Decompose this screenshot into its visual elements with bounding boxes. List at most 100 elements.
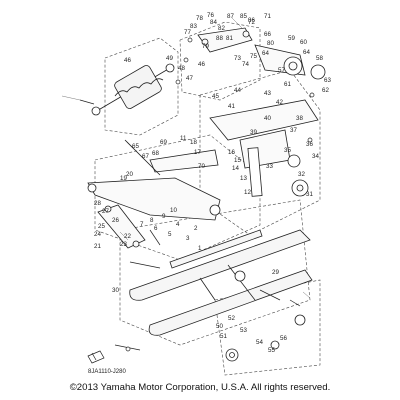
callout-label: 76 — [207, 12, 214, 19]
callout-label: 39 — [250, 129, 257, 136]
callout-label: 82 — [218, 25, 225, 32]
callout-label: 69 — [160, 139, 167, 146]
callout-label: 29 — [272, 269, 279, 276]
callout-label: 49 — [166, 55, 173, 62]
callout-label: 54 — [256, 339, 263, 346]
callout-label: 5 — [168, 231, 172, 238]
callout-label: 2 — [194, 225, 198, 232]
callout-label: 35 — [284, 147, 291, 154]
callout-label: 83 — [190, 23, 197, 30]
callout-label: 64 — [303, 49, 310, 56]
callout-label: 1 — [198, 245, 202, 252]
callout-label: 47 — [186, 75, 193, 82]
callout-label: 32 — [298, 171, 305, 178]
callout-label: 38 — [296, 115, 303, 122]
callout-label: 36 — [306, 141, 313, 148]
callout-label: 11 — [180, 135, 187, 142]
callout-label: 77 — [184, 29, 191, 36]
callout-label: 9 — [162, 213, 166, 220]
callout-label: 22 — [124, 233, 131, 240]
callout-label: 3 — [186, 235, 190, 242]
callout-label: 23 — [120, 241, 127, 248]
callout-label: 53 — [240, 327, 247, 334]
callout-label: 24 — [94, 231, 101, 238]
callout-label: 42 — [276, 99, 283, 106]
callout-label: 80 — [267, 40, 274, 47]
callout-label: 12 — [244, 189, 251, 196]
callout-label: 50 — [216, 323, 223, 330]
callout-label: 33 — [266, 163, 273, 170]
callout-label: 61 — [284, 81, 291, 88]
callout-label: 27 — [102, 208, 109, 215]
callout-label: 79 — [202, 43, 209, 50]
callout-label: 75 — [250, 53, 257, 60]
callout-label: 63 — [324, 77, 331, 84]
rear-suspension-arm — [209, 99, 319, 197]
callout-label: 60 — [300, 39, 307, 46]
callout-label: 72 — [248, 19, 255, 26]
callout-label: 26 — [112, 217, 119, 224]
diagram-code: 8JA1110-J280 — [88, 369, 126, 375]
rear-arm-bracket — [254, 44, 326, 80]
callout-label: 20 — [126, 171, 133, 178]
callout-label: 88 — [216, 35, 223, 42]
callout-label: 41 — [228, 103, 235, 110]
leader-lines — [61, 17, 311, 299]
callout-label: 10 — [170, 207, 177, 214]
callout-label: 62 — [322, 87, 329, 94]
callout-label: 44 — [234, 87, 241, 94]
callout-label: 56 — [280, 335, 287, 342]
callout-label: 34 — [312, 153, 319, 160]
callout-label: 45 — [212, 93, 219, 100]
callout-label: 74 — [242, 61, 249, 68]
callout-label: 46 — [124, 57, 131, 64]
callout-label: 78 — [196, 15, 203, 22]
callout-label: 52 — [228, 315, 235, 322]
callout-label: 85 — [240, 13, 247, 20]
callout-label: 7 — [140, 221, 144, 228]
callout-label: 71 — [264, 13, 271, 20]
upper-front-arm — [197, 27, 253, 53]
callout-label: 8 — [150, 217, 154, 224]
callout-label: 4 — [176, 221, 180, 228]
callout-label: 13 — [240, 175, 247, 182]
callout-label: 40 — [264, 115, 271, 122]
manufacturer-mark — [87, 350, 105, 364]
slide-rails — [129, 229, 313, 336]
fasteners — [79, 37, 315, 352]
callout-label: 67 — [142, 153, 149, 160]
callout-label: 6 — [154, 225, 158, 232]
callout-label: 66 — [264, 31, 271, 38]
callout-label: 28 — [94, 200, 101, 207]
callout-label: 30 — [112, 287, 119, 294]
callout-label: 21 — [94, 243, 101, 250]
callout-label: 15 — [234, 157, 241, 164]
idler-wheels — [225, 270, 306, 362]
callout-label: 43 — [264, 90, 271, 97]
callout-label: 16 — [228, 149, 235, 156]
cross-shafts — [124, 139, 263, 301]
callout-label: 51 — [220, 333, 227, 340]
callout-label: 37 — [290, 127, 297, 134]
callout-label: 25 — [98, 223, 105, 230]
callout-label: 31 — [306, 191, 313, 198]
callout-label: 87 — [227, 13, 234, 20]
callout-label: 65 — [132, 143, 139, 150]
copyright-notice: ©2013 Yamaha Motor Corporation, U.S.A. A… — [69, 382, 331, 393]
callout-label: 48 — [178, 65, 185, 72]
callout-label: 68 — [152, 150, 159, 157]
callout-label: 70 — [198, 163, 205, 170]
callout-label: 58 — [316, 55, 323, 62]
callout-label: 59 — [288, 35, 295, 42]
callout-label: 57 — [278, 67, 285, 74]
callout-label: 14 — [232, 165, 239, 172]
callout-label: 18 — [190, 139, 197, 146]
callout-label: 55 — [268, 347, 275, 354]
callout-label: 86 — [248, 17, 255, 24]
callout-label: 73 — [234, 55, 241, 62]
front-link-arm — [97, 204, 146, 249]
callout-labels: 78 76 87 85 86 71 77 66 80 64 59 60 64 5… — [94, 12, 331, 354]
shock-absorber — [91, 63, 175, 116]
callout-label: 17 — [194, 149, 201, 156]
